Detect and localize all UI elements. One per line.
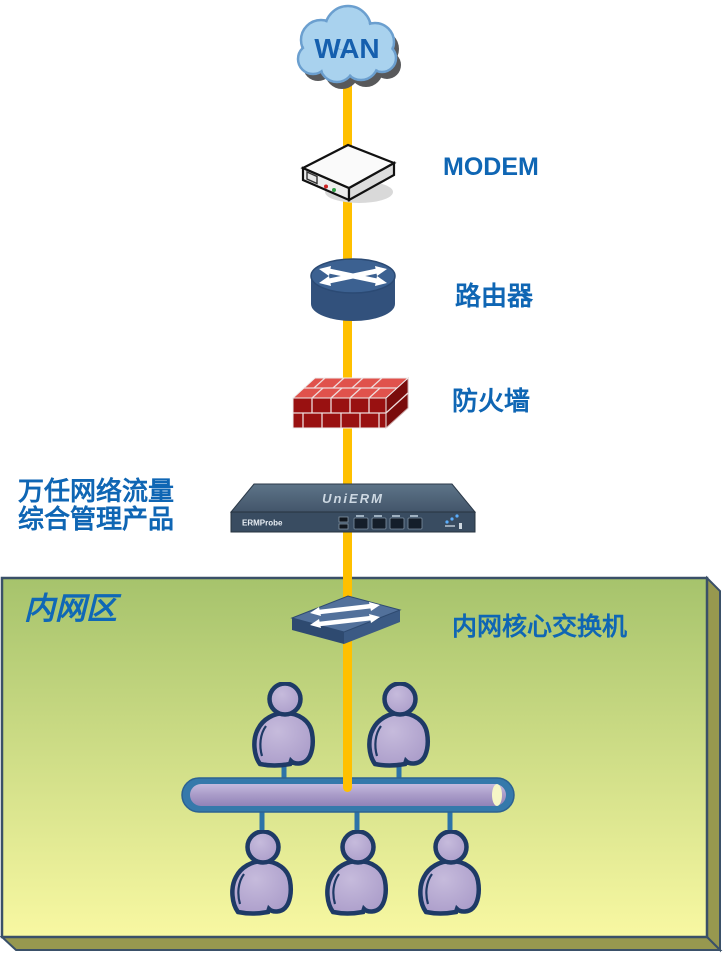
intranet-zone-label: 内网区 [24, 591, 117, 626]
backbone-connection-line [343, 76, 352, 792]
modem-port [306, 170, 318, 185]
erm-status-leds [445, 514, 462, 529]
user-icon [325, 830, 389, 916]
bus-pipe-end-highlight [492, 784, 502, 806]
modem-led-red [324, 184, 328, 189]
user-icon [252, 682, 316, 768]
erm-model-label: ERMProbe [242, 519, 283, 528]
router-arrows [319, 266, 387, 286]
erm-product-label-line2: 综合管理产品 [18, 504, 175, 534]
erm-ports [338, 515, 423, 530]
firewall-label: 防火墙 [452, 386, 531, 416]
erm-brand-label: UniERM [322, 491, 384, 506]
modem-label: MODEM [443, 153, 539, 181]
erm-product-label-line1: 万任网络流量 [18, 476, 175, 506]
erm-appliance-icon: UniERM ERMProbe [229, 483, 477, 533]
router-label: 路由器 [455, 281, 534, 311]
user-icon [418, 830, 482, 916]
switch-icon [290, 595, 402, 644]
erm-product-label: 万任网络流量 综合管理产品 [18, 477, 174, 533]
router-icon [310, 258, 396, 321]
core-switch-label: 内网核心交换机 [452, 613, 628, 641]
modem-icon [300, 143, 397, 203]
modem-led-green [332, 188, 336, 192]
firewall-icon [291, 376, 410, 430]
firewall-mortar-lines [293, 377, 409, 428]
switch-arrows [310, 602, 380, 628]
user-icon [230, 830, 294, 916]
wan-label: WAN [314, 33, 379, 64]
user-icon [367, 682, 431, 768]
bus-pipe-core [190, 784, 506, 806]
wan-cloud-icon: WAN [296, 4, 401, 89]
